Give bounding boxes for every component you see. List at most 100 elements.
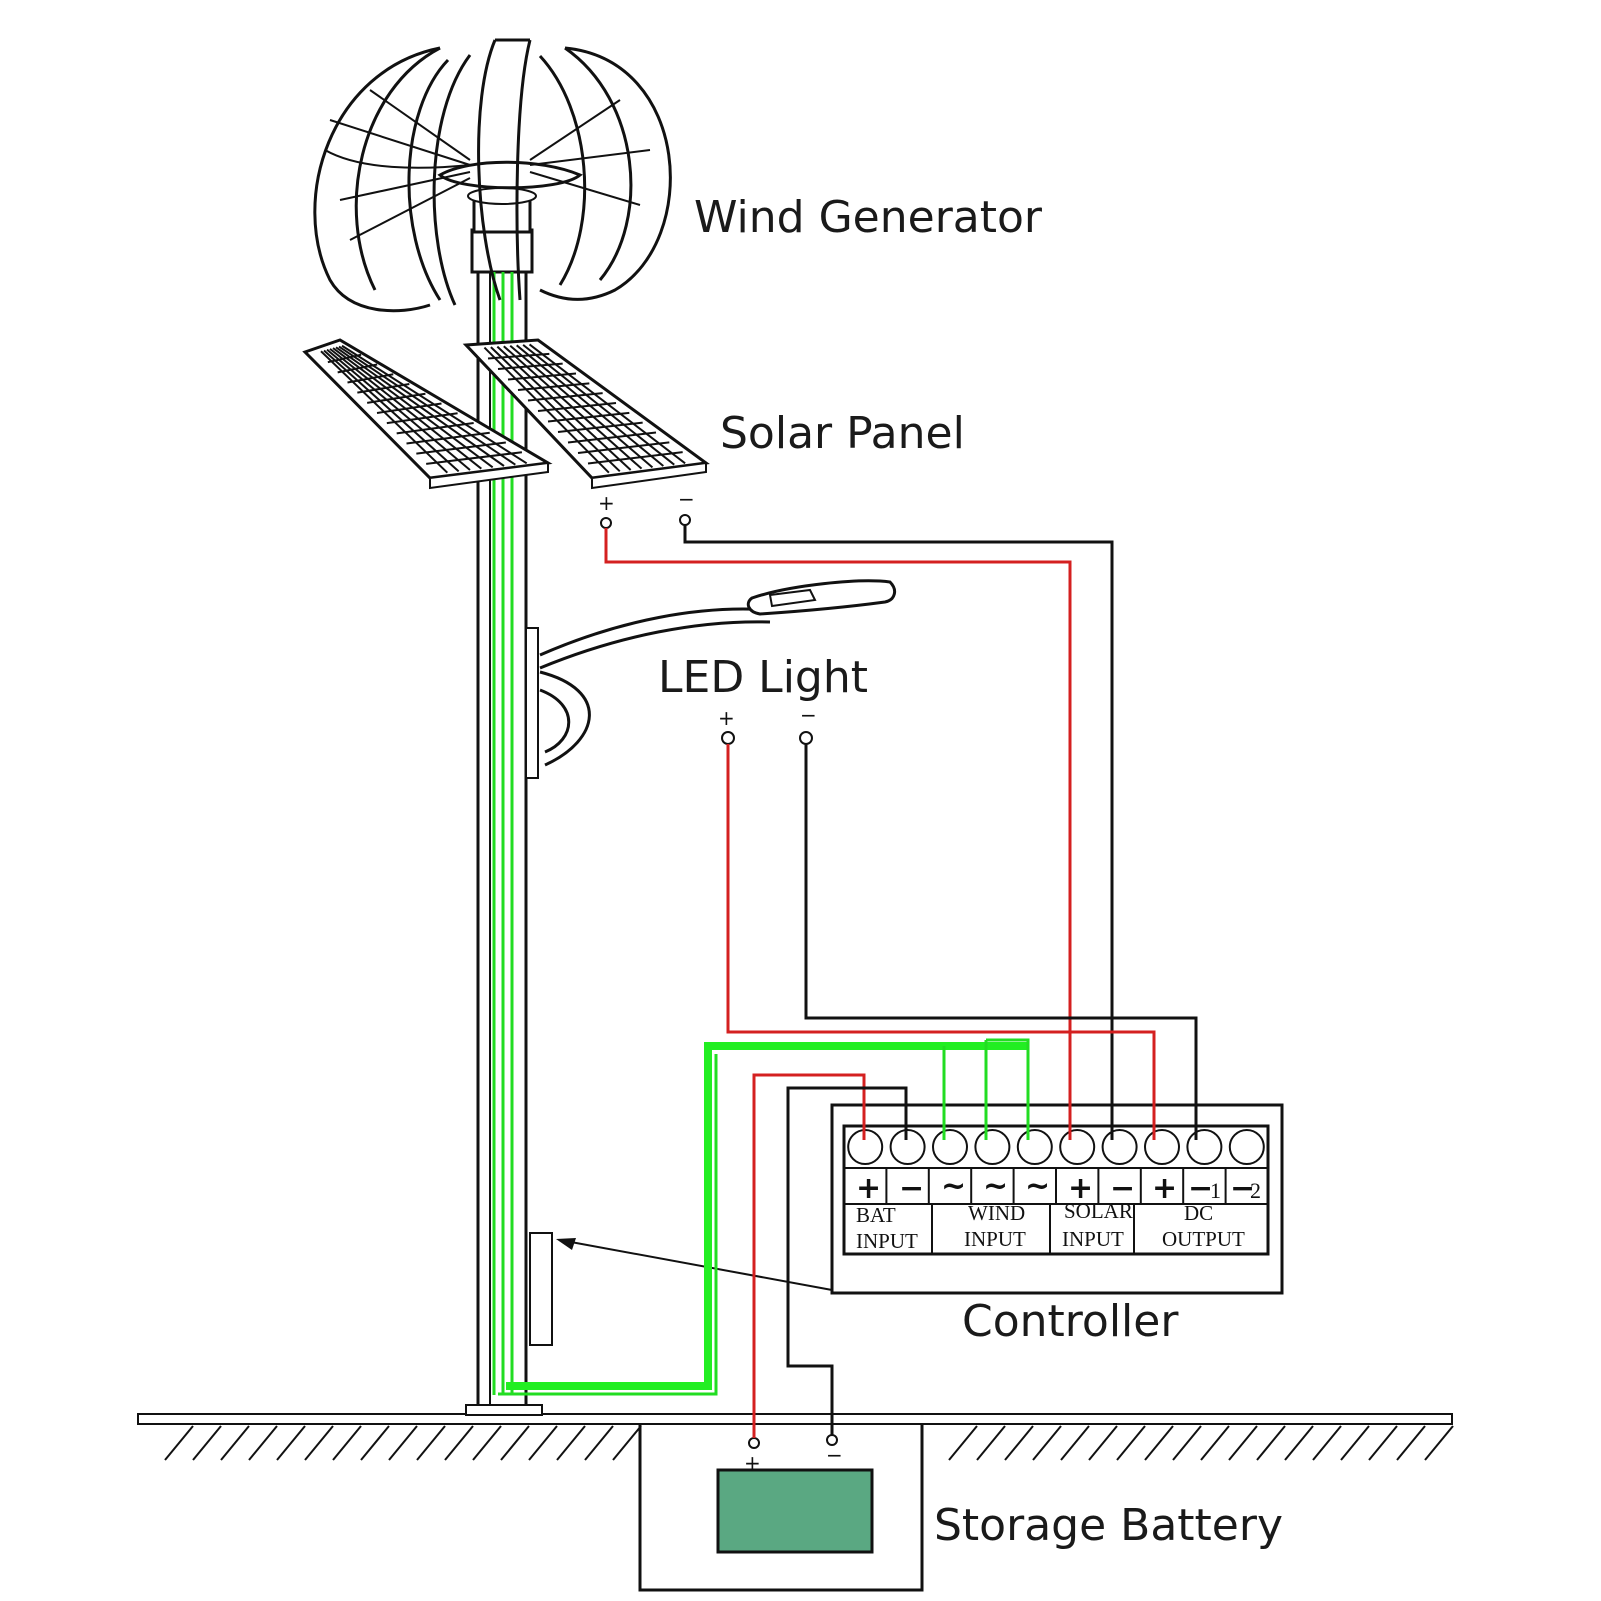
led-plus-sign: + [718, 706, 735, 730]
terminal-symbol: − [1188, 1171, 1213, 1206]
solar-cell-line [337, 363, 378, 374]
ground-hatch-line [332, 1425, 362, 1461]
controller-terminal [1101, 1129, 1138, 1165]
ground-hatch-line [1116, 1425, 1146, 1461]
ground-hatch-line [1004, 1425, 1034, 1461]
solar-cell-line [416, 441, 506, 455]
controller-group-labels: BAT INPUT WIND INPUT SOLAR INPUT DC OUTP… [856, 1199, 1245, 1253]
battery-plus-sign: + [744, 1451, 761, 1475]
led-positive-wire [726, 744, 1156, 1140]
controller-terminal [889, 1129, 926, 1165]
solar-cell-line [497, 362, 563, 370]
solar-cell-line [357, 383, 410, 394]
ground-hatch-line [528, 1425, 558, 1461]
wind-generator-label: Wind Generator [694, 192, 1043, 243]
solar-cell-line [426, 451, 523, 465]
bat-input-label-1: BAT [856, 1203, 896, 1227]
ground-hatch-line [1200, 1425, 1230, 1461]
solar-terminals [600, 514, 691, 529]
battery-positive-wire [752, 1073, 866, 1438]
controller-terminal [1186, 1129, 1223, 1165]
solar-cell-line [547, 411, 630, 423]
controller-terminal [932, 1129, 968, 1165]
ground-hatch-line [1396, 1425, 1426, 1461]
led-terminals [721, 731, 813, 745]
solar-plus-sign: + [598, 491, 615, 515]
solar-cell-line [327, 353, 362, 364]
ground-hatch-line [556, 1425, 586, 1461]
ground-hatch-line [192, 1425, 222, 1461]
wind-input-label-1: WIND [968, 1201, 1025, 1225]
led-minus-sign: − [800, 703, 817, 727]
ground-hatch-line [276, 1425, 306, 1461]
solar-cell-line [527, 392, 603, 402]
ground-hatch-line [612, 1425, 642, 1461]
solar-cell-line [376, 402, 442, 414]
terminal-symbol: + [1068, 1171, 1093, 1206]
terminal-symbol: − [1230, 1171, 1255, 1206]
battery-terminals [748, 1434, 838, 1449]
ground-hatch-line [164, 1425, 194, 1461]
ground-hatch-line [1368, 1425, 1398, 1461]
battery-minus-sign: − [826, 1443, 843, 1467]
solar-cell-line [406, 431, 490, 445]
ground-hatch-line [584, 1425, 614, 1461]
solar-cell-line [587, 451, 683, 465]
ground-hatch-line [1256, 1425, 1286, 1461]
ground-hatch-line [1032, 1425, 1062, 1461]
solar-cell-line [577, 441, 670, 454]
solar-positive-wire [604, 528, 1072, 1140]
wind-generator [313, 38, 672, 313]
solar-cell-line [347, 373, 394, 384]
ground-hatch-line [1424, 1425, 1454, 1461]
ground-hatch-line [1060, 1425, 1090, 1461]
ground-hatch-line [1340, 1425, 1370, 1461]
controller-terminal [1016, 1129, 1053, 1165]
battery-pit [638, 1424, 924, 1592]
terminal-symbol: ~ [941, 1169, 966, 1204]
ground-hatch-line [1312, 1425, 1342, 1461]
solar-cell-line [487, 352, 550, 360]
solar-panel [302, 338, 710, 490]
dc-output-label-1: DC [1184, 1201, 1213, 1225]
ground [137, 1413, 1454, 1461]
ground-hatch-line [500, 1425, 530, 1461]
solar-negative-wire [683, 525, 1114, 1140]
ground-hatch-line [416, 1425, 446, 1461]
controller-terminal [1059, 1129, 1096, 1165]
solar-cell-line [517, 382, 590, 391]
solar-input-label-2: INPUT [1062, 1227, 1124, 1251]
solar-cell-line [396, 422, 474, 435]
storage-battery [716, 1468, 874, 1554]
terminal-symbol: + [856, 1171, 881, 1206]
solar-cell-line [557, 421, 643, 433]
solar-minus-sign: − [678, 487, 695, 511]
ground-hatch-line [304, 1425, 334, 1461]
ground-hatch-line [1228, 1425, 1258, 1461]
terminal-subscript: 1 [1210, 1178, 1221, 1203]
terminal-symbol: ~ [983, 1169, 1008, 1204]
ground-hatch-line [360, 1425, 390, 1461]
terminal-subscript: 2 [1250, 1178, 1261, 1203]
wind-wire [498, 1038, 1030, 1396]
led-light-label: LED Light [658, 652, 868, 703]
controller-symbols: + − ~ ~ ~ + − + − 1 − 2 [856, 1169, 1261, 1206]
ground-hatch-line [976, 1425, 1006, 1461]
ground-hatch-line [444, 1425, 474, 1461]
solar-cell-line [507, 372, 577, 381]
ground-hatch-line [948, 1425, 978, 1461]
controller-terminal [974, 1129, 1011, 1165]
solar-panel-label: Solar Panel [720, 408, 965, 459]
solar-cell-line [386, 412, 458, 425]
solar-cell-line [567, 431, 657, 444]
solar-cell-line [537, 402, 617, 412]
terminal-symbol: − [899, 1171, 924, 1206]
controller-terminal [1228, 1129, 1265, 1165]
ground-hatch-line [1144, 1425, 1174, 1461]
terminal-symbol: ~ [1025, 1169, 1050, 1204]
led-light [525, 579, 897, 779]
dc-output-label-2: OUTPUT [1162, 1227, 1245, 1251]
terminal-symbol: − [1110, 1171, 1135, 1206]
ground-hatch-line [1088, 1425, 1118, 1461]
